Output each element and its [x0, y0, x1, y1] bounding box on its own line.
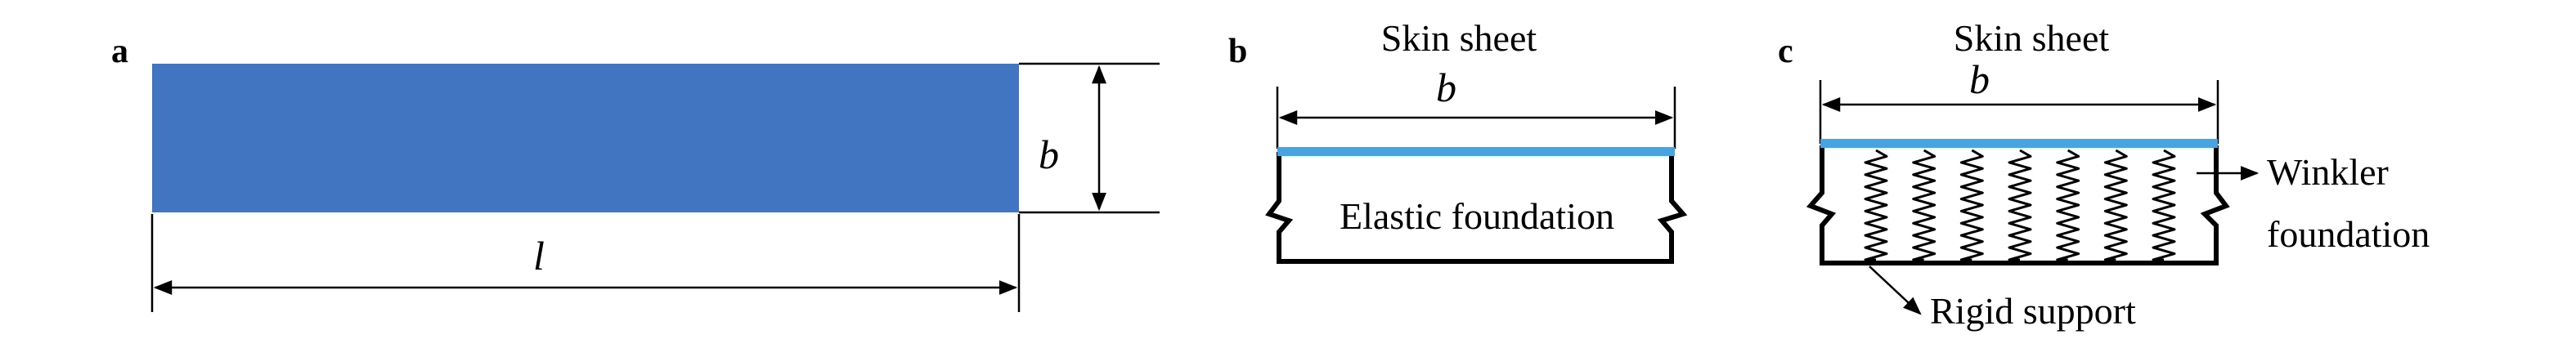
plate-length-symbol: l: [533, 233, 545, 279]
elastic-foundation-outline: [1265, 152, 1688, 264]
panel-a: a b l: [111, 33, 1160, 312]
panel-c-letter: c: [1778, 33, 1793, 70]
plate-width-symbol: b: [1039, 132, 1059, 177]
panel-b-letter: b: [1228, 33, 1247, 70]
panel-c: c Skin sheet b Winkler foundation Rigid …: [1778, 17, 2430, 332]
winkler-spring: [2056, 149, 2080, 261]
rigid-support-callout-arrow: [1869, 265, 1922, 315]
skin-sheet-label: Skin sheet: [1381, 17, 1537, 59]
winkler-spring: [2008, 149, 2032, 261]
winkler-spring: [1912, 149, 1936, 261]
rigid-support-label: Rigid support: [1930, 290, 2136, 332]
winkler-spring: [1864, 149, 1888, 261]
winkler-label-line1: Winkler: [2267, 151, 2389, 193]
winkler-spring: [2103, 149, 2128, 261]
skin-sheet-layer: [1277, 147, 1675, 156]
plate-rectangle: [152, 64, 1019, 212]
winkler-spring: [2152, 149, 2176, 261]
winkler-springs: [1864, 149, 2176, 261]
winkler-label-line2: foundation: [2267, 213, 2430, 255]
skin-width-symbol-c: b: [1969, 56, 1990, 102]
rigid-support-outline: [1806, 145, 2230, 265]
winkler-spring: [1959, 149, 1984, 261]
panel-a-letter: a: [111, 33, 128, 70]
skin-sheet-layer-c: [1820, 139, 2218, 148]
panel-b: b Skin sheet b Elastic foundation: [1228, 17, 1688, 264]
skin-width-symbol: b: [1436, 65, 1456, 110]
elastic-foundation-label: Elastic foundation: [1340, 195, 1614, 237]
skin-sheet-label-c: Skin sheet: [1954, 17, 2110, 59]
